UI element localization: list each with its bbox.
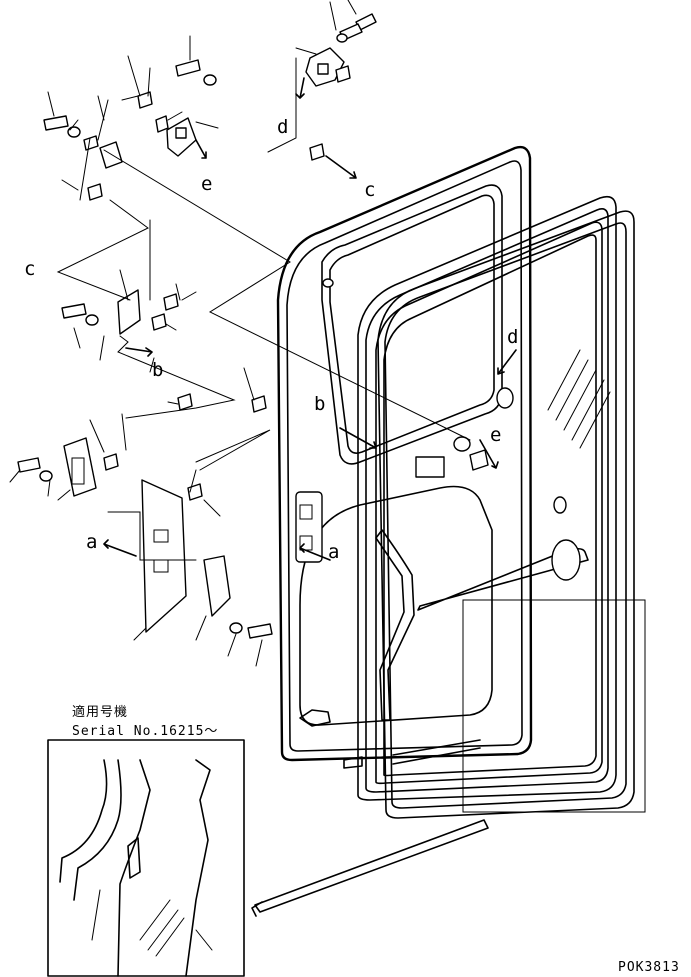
callout-d-door: d	[507, 326, 518, 348]
inset-title: 適用号機	[72, 704, 128, 720]
door-seal	[343, 195, 635, 819]
callout-a-door: a	[328, 541, 339, 563]
door-frame	[276, 145, 611, 762]
callout-c-left: c	[24, 258, 35, 280]
inset-serial: Serial No.16215～	[72, 724, 218, 739]
callout-e-door: e	[490, 424, 501, 446]
drawing-code: POK3813	[618, 960, 680, 975]
callout-b-door: b	[314, 393, 325, 415]
callout-e-top: e	[201, 173, 212, 195]
callout-d-top: d	[277, 116, 288, 138]
bottom-strip	[254, 819, 489, 913]
callout-a-left: a	[86, 531, 97, 553]
callout-c-top: c	[364, 179, 375, 201]
callouts: d e c c b b d e a a	[24, 116, 518, 563]
detail-box	[462, 599, 646, 813]
callout-b-left: b	[152, 359, 163, 381]
hinge-parts	[9, 0, 517, 667]
serial-inset: 適用号機 Serial No.16215～	[47, 704, 245, 977]
